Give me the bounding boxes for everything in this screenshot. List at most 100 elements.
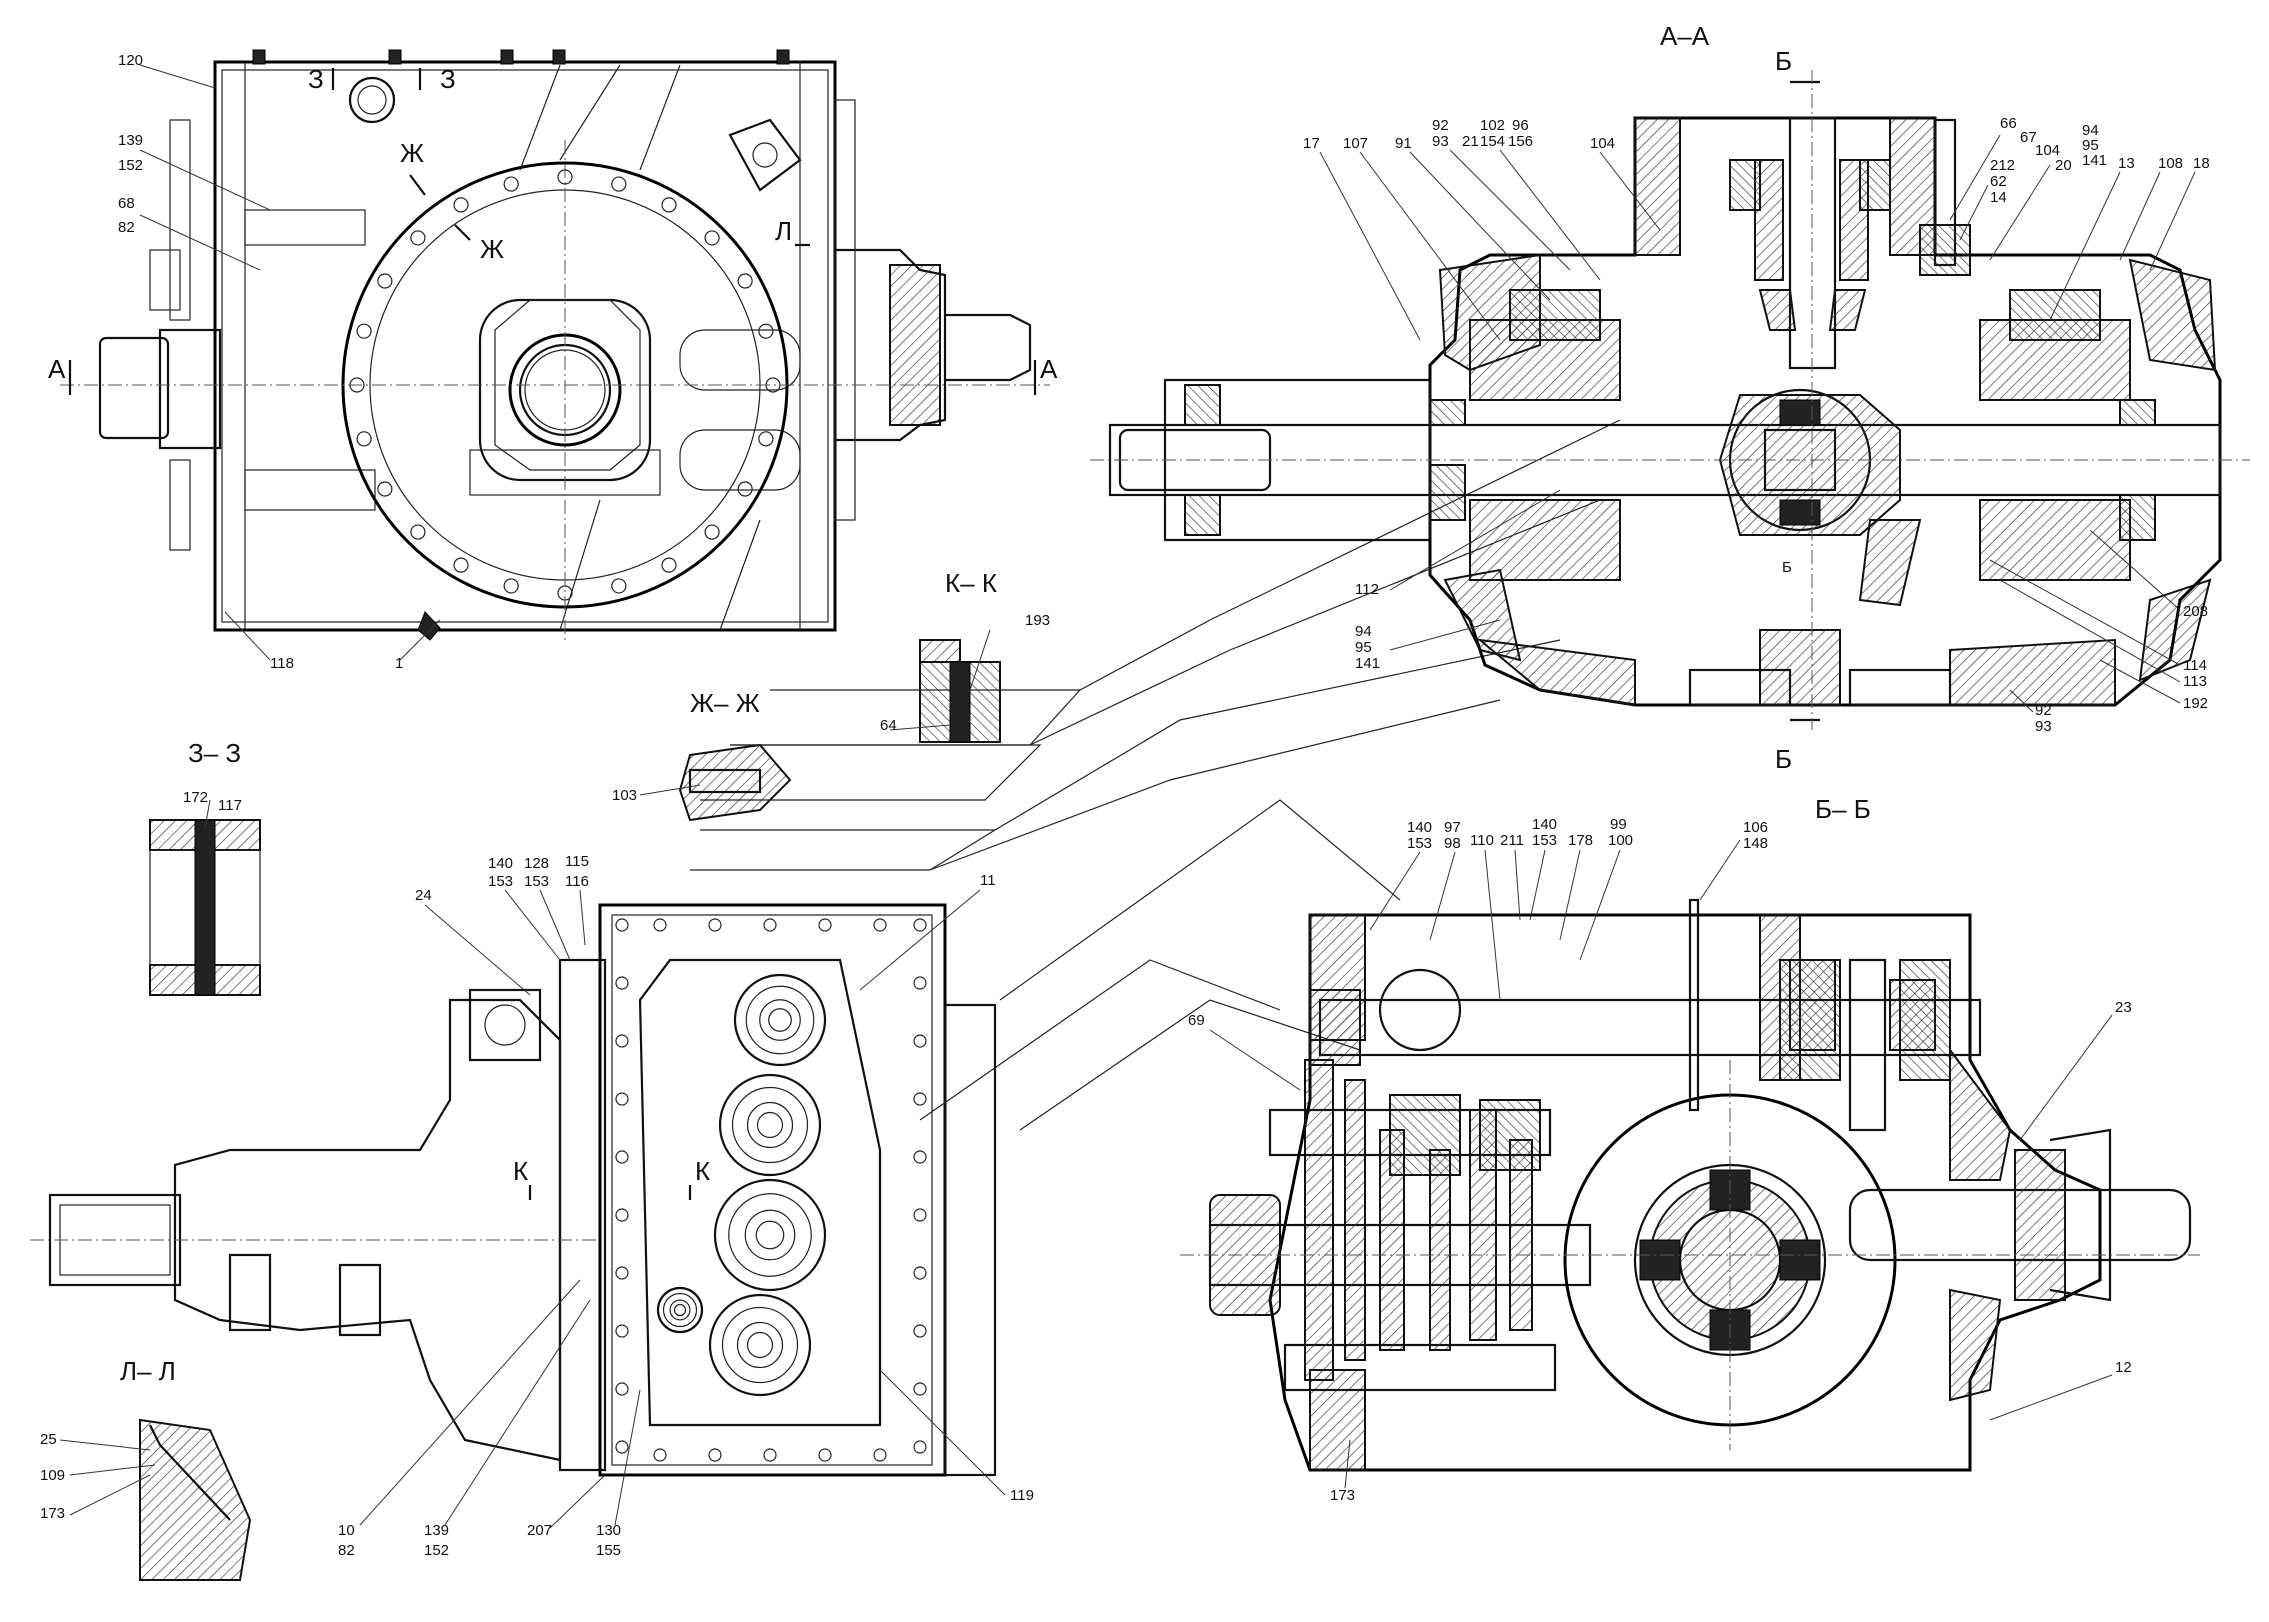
label-68: 68 [118,195,135,212]
section-zhzh: Ж– Ж 103 [612,688,792,822]
title-zz: З– З [188,738,241,768]
housing-bolt [913,1382,927,1396]
cut-a-right: А [1040,354,1058,384]
label-173b: 173 [1330,1487,1355,1504]
label-23: 23 [2115,999,2132,1016]
label-140d: 140 [1532,816,1557,833]
flange-bolt [758,323,774,339]
flange-bolt [704,524,720,540]
section-ll: Л– Л 25 109 173 [40,1356,252,1581]
label-82: 82 [118,219,135,236]
flange-bolt [704,230,720,246]
gear-circle [673,1303,687,1317]
housing-bolt [873,1448,887,1462]
title-bb: Б– Б [1815,794,1871,824]
cut-z-left: З [308,64,324,94]
label-24: 24 [415,887,432,904]
label-212: 212 [1990,157,2015,174]
section-zz: З– З 172 117 [149,738,261,996]
housing-bolt [615,1440,629,1454]
label-100: 100 [1608,832,1633,849]
housing-bolt [913,1266,927,1280]
gear-circle [733,973,827,1067]
label-13: 13 [2118,155,2135,172]
label-120: 120 [118,52,143,69]
label-107: 107 [1343,135,1368,152]
gear-circle [759,999,801,1041]
cut-b-inner: Б [1782,559,1792,576]
housing-bolt [708,1448,722,1462]
label-141: 141 [2082,152,2107,169]
gear-circle [708,1293,812,1397]
flange-bolt [503,578,519,594]
flange-bolts [349,169,781,601]
gear-circle [768,1008,792,1032]
cut-b-top: Б [1775,46,1792,76]
flange-bolt [356,431,372,447]
housing-bolt [615,976,629,990]
label-25: 25 [40,1431,57,1448]
cut-mark-zh: Ж Ж [400,138,504,264]
label-139b: 139 [424,1522,449,1539]
label-148: 148 [1743,835,1768,852]
label-117: 117 [218,797,242,814]
label-82b: 82 [338,1542,355,1559]
label-153c: 153 [1407,835,1432,852]
label-112: 112 [1355,581,1379,598]
flange-bolt [737,273,753,289]
label-108: 108 [2158,155,2183,172]
label-94b: 94 [1355,623,1372,640]
gear-circle [718,1073,822,1177]
housing-bolt [913,1440,927,1454]
label-93: 93 [1432,133,1449,150]
label-102: 102 [1480,117,1505,134]
label-109: 109 [40,1467,65,1484]
gear-section [1509,1139,1533,1331]
label-140: 140 [488,855,513,872]
housing-bolt [615,1092,629,1106]
flange-bolt [661,197,677,213]
label-14: 14 [1990,189,2007,206]
side-view-labels: 140 153 128 153 115 116 24 11 10 82 139 … [338,853,1034,1559]
label-128: 128 [524,855,549,872]
label-173: 173 [40,1505,65,1522]
label-152b: 152 [424,1542,449,1559]
label-178: 178 [1568,832,1593,849]
gear-circle [721,1306,799,1384]
label-153b: 153 [524,873,549,890]
top-bolts [252,49,790,65]
label-110: 110 [1470,832,1494,849]
label-1: 1 [395,655,403,672]
label-99: 99 [1610,816,1627,833]
gear-circle [731,1086,809,1164]
cut-k-left: К [513,1156,528,1186]
side-view-bolts [615,918,927,1462]
bb-labels: 140 153 97 98 110 211 140 153 178 99 100… [1188,816,2132,1504]
front-view-labels: 120 139 152 68 82 118 1 [118,52,441,672]
label-95b: 95 [1355,639,1372,656]
gear-circle [736,1321,784,1369]
label-98: 98 [1444,835,1461,852]
label-96: 96 [1512,117,1529,134]
label-153a: 153 [488,873,513,890]
cut-mark-z: З З [308,64,456,94]
cut-zh-bottom: Ж [480,234,504,264]
housing-bolt [615,1324,629,1338]
gear-circle [662,1292,698,1328]
label-94: 94 [2082,122,2099,139]
cut-zh-top: Ж [400,138,424,168]
label-192: 192 [2183,695,2208,712]
housing-bolt [653,1448,667,1462]
label-62: 62 [1990,173,2007,190]
title-aa: А–А [1660,21,1710,51]
label-193: 193 [1025,612,1050,629]
housing-bolt [615,1034,629,1048]
label-211: 211 [1500,832,1524,849]
flange-bolt [453,197,469,213]
gear-circle [745,985,815,1055]
label-207: 207 [527,1522,552,1539]
gear-circle [756,1111,784,1139]
side-view-gears [656,973,827,1397]
cut-l-top: Л [775,216,792,246]
label-11: 11 [980,872,996,889]
